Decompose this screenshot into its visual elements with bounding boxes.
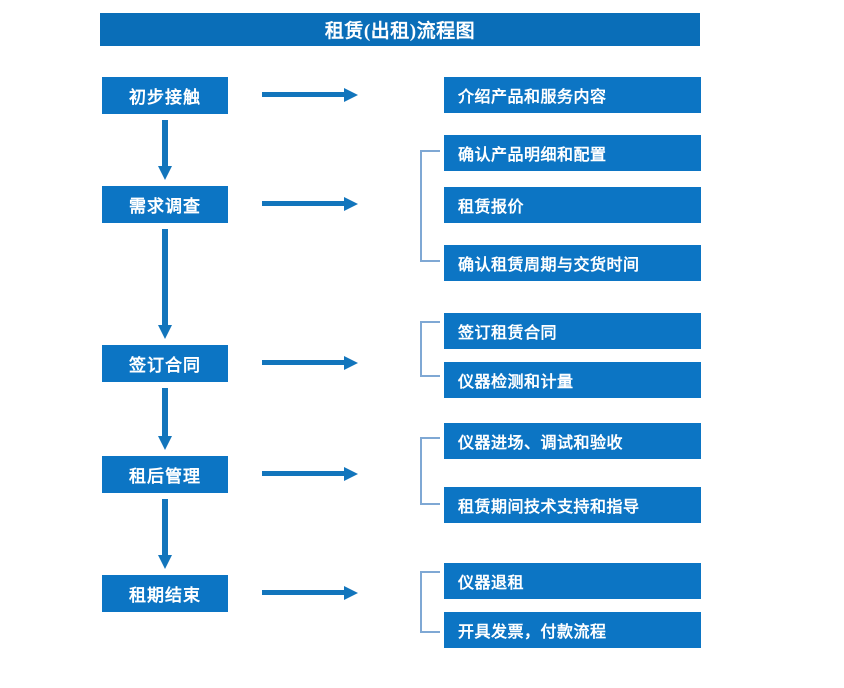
detail-box-sign-rental-contract[interactable]: 签订租赁合同 xyxy=(444,313,701,349)
arrow-right-icon-lease-end xyxy=(262,586,358,600)
stage-box-sign-contract[interactable]: 签订合同 xyxy=(102,345,228,382)
arrow-down-icon-contract-to-postrental xyxy=(158,388,172,450)
bracket-left-icon-lease-end-group xyxy=(419,571,441,633)
detail-box-technical-support[interactable]: 租赁期间技术支持和指导 xyxy=(444,487,701,523)
arrow-right-icon-sign-contract xyxy=(262,356,358,370)
detail-box-instrument-return[interactable]: 仪器退租 xyxy=(444,563,701,599)
bracket-left-icon-post-rental-group xyxy=(419,437,441,505)
bracket-left-icon-needs-survey-group xyxy=(419,150,441,262)
arrow-right-icon-initial-contact xyxy=(262,88,358,102)
stage-box-lease-end[interactable]: 租期结束 xyxy=(102,575,228,612)
bracket-left-icon-contract-group xyxy=(419,321,441,377)
arrow-down-icon-postrental-to-leaseend xyxy=(158,499,172,569)
arrow-down-icon-contact-to-survey xyxy=(158,120,172,180)
detail-box-intro-products[interactable]: 介绍产品和服务内容 xyxy=(444,77,701,113)
stage-box-post-rental-management[interactable]: 租后管理 xyxy=(102,456,228,493)
arrow-down-icon-survey-to-contract xyxy=(158,229,172,339)
page-title: 租赁(出租)流程图 xyxy=(100,13,700,46)
detail-box-confirm-product-spec[interactable]: 确认产品明细和配置 xyxy=(444,135,701,171)
stage-box-initial-contact[interactable]: 初步接触 xyxy=(102,77,228,114)
arrow-right-icon-needs-survey xyxy=(262,197,358,211)
detail-box-invoice-payment[interactable]: 开具发票，付款流程 xyxy=(444,612,701,648)
stage-box-needs-survey[interactable]: 需求调查 xyxy=(102,186,228,223)
detail-box-instrument-inspection[interactable]: 仪器检测和计量 xyxy=(444,362,701,398)
detail-box-confirm-period-delivery[interactable]: 确认租赁周期与交货时间 xyxy=(444,245,701,281)
detail-box-rental-quote[interactable]: 租赁报价 xyxy=(444,187,701,223)
arrow-right-icon-post-rental xyxy=(262,467,358,481)
detail-box-instrument-installation[interactable]: 仪器进场、调试和验收 xyxy=(444,423,701,459)
